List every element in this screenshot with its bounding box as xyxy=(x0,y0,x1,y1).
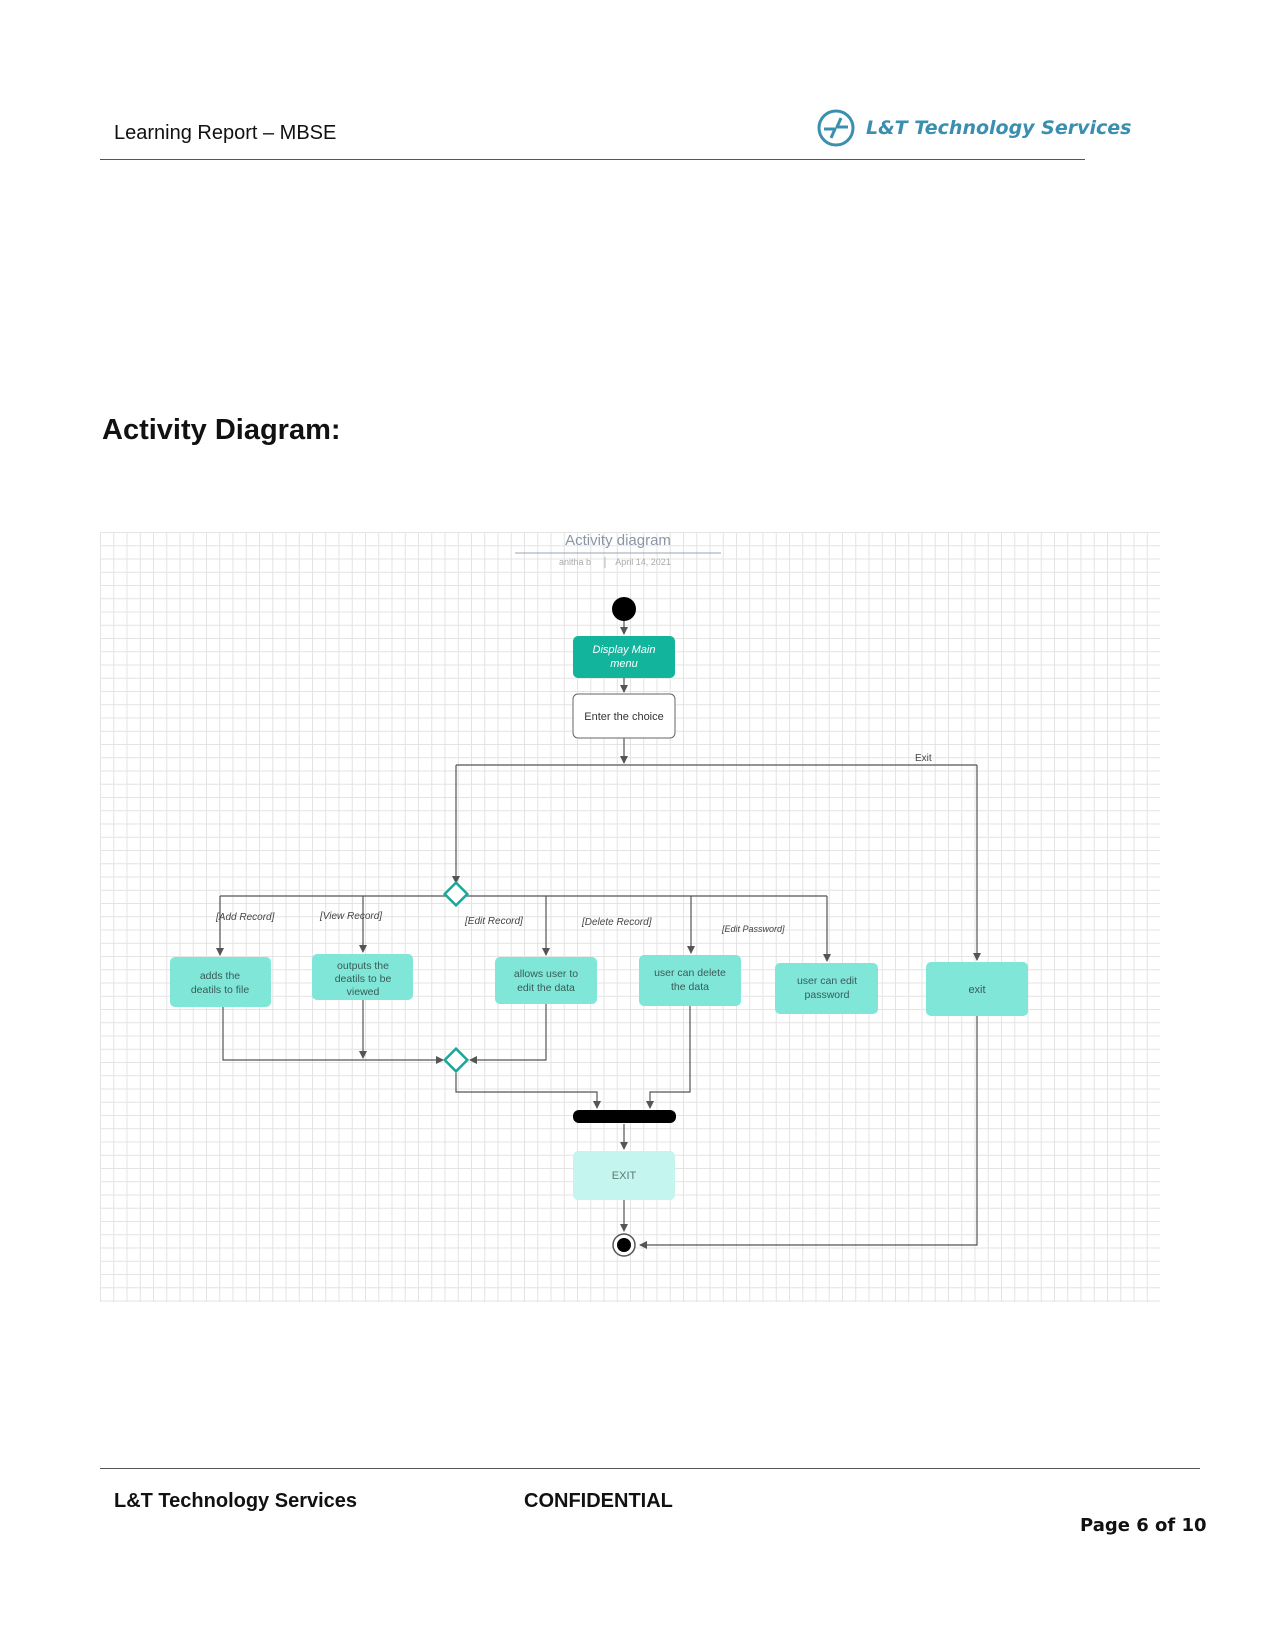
page-number: Page 6 of 10 xyxy=(1080,1515,1207,1536)
diagram-title: Activity diagram xyxy=(565,532,671,549)
exit-final-node xyxy=(573,1151,675,1200)
display-main-menu-line1: Display Main xyxy=(593,644,656,656)
logo-text: L&T Technology Services xyxy=(866,117,1132,139)
edit-password-line1: user can edit xyxy=(797,975,857,987)
activity-diagram-canvas: Activity diagram anitha b April 14, 2021 xyxy=(170,532,1028,1257)
enter-choice-node xyxy=(572,693,676,739)
edit-password-line2: password xyxy=(805,989,850,1001)
display-main-menu-node xyxy=(573,636,675,678)
exit-action-node xyxy=(926,962,1028,1016)
guard-edit-password: [Edit Password] xyxy=(721,924,785,934)
guard-edit-record: [Edit Record] xyxy=(464,916,523,927)
final-node-core xyxy=(617,1238,631,1252)
join-bar xyxy=(573,1110,676,1123)
footer-confidential: CONFIDENTIAL xyxy=(524,1490,673,1512)
adds-details-line1: adds the xyxy=(200,970,240,982)
diagram-edges xyxy=(216,619,981,1249)
decision-node xyxy=(442,880,470,908)
guard-view-record: [View Record] xyxy=(319,911,382,922)
outputs-details-line3: viewed xyxy=(347,986,380,998)
company-logo: L&T Technology Services xyxy=(816,108,1131,148)
allows-edit-node xyxy=(495,957,597,1004)
merge-node xyxy=(442,1046,470,1074)
adds-details-node xyxy=(170,957,271,1007)
adds-details-line2: deatils to file xyxy=(191,984,250,996)
display-main-menu-line2: menu xyxy=(610,658,638,670)
exit-action-label: exit xyxy=(968,984,985,996)
user-delete-line2: the data xyxy=(671,981,709,993)
guard-exit: Exit xyxy=(915,753,932,764)
user-delete-node xyxy=(639,955,741,1006)
outputs-details-line1: outputs the xyxy=(337,960,389,972)
activity-diagram: Activity diagram anitha b April 14, 2021 xyxy=(100,532,1160,1302)
enter-choice-label: Enter the choice xyxy=(584,711,664,723)
allows-edit-line2: edit the data xyxy=(517,982,575,994)
footer-rule xyxy=(100,1468,1200,1469)
allows-edit-line1: allows user to xyxy=(514,968,578,980)
exit-final-label: EXIT xyxy=(612,1170,637,1182)
edit-password-node xyxy=(775,963,878,1014)
header-rule xyxy=(100,159,1085,160)
initial-node xyxy=(612,597,636,621)
outputs-details-node xyxy=(312,954,413,1000)
guard-add-record: [Add Record] xyxy=(215,912,275,923)
section-heading: Activity Diagram: xyxy=(102,414,341,446)
user-delete-line1: user can delete xyxy=(654,967,726,979)
lt-logo-icon xyxy=(817,109,855,147)
diagram-date: April 14, 2021 xyxy=(615,557,671,567)
header-title: Learning Report – MBSE xyxy=(114,122,337,144)
diagram-author: anitha b xyxy=(559,557,591,567)
guard-delete-record: [Delete Record] xyxy=(581,917,652,928)
footer-company: L&T Technology Services xyxy=(114,1490,358,1512)
outputs-details-line2: deatils to be xyxy=(335,973,392,985)
